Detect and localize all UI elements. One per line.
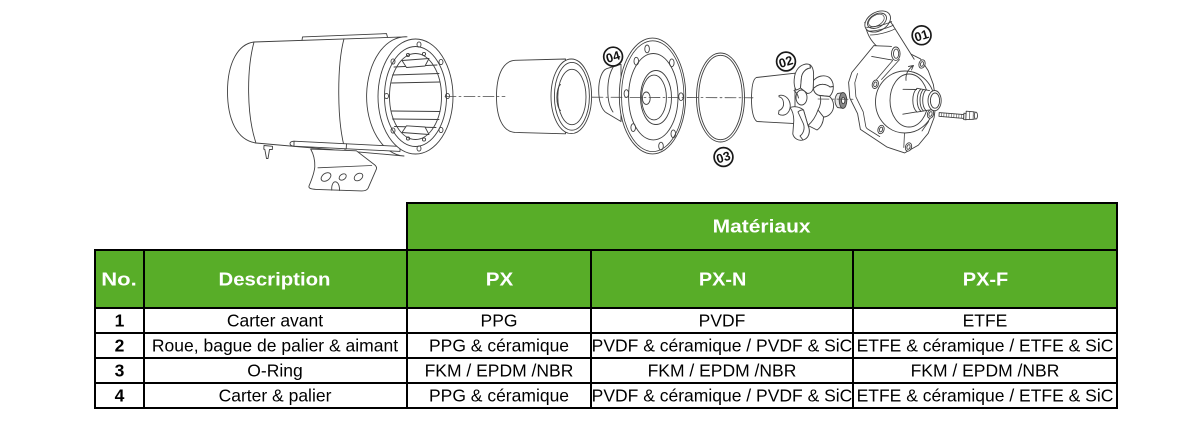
svg-text:ETFE & céramique / ETFE & SiC: ETFE & céramique / ETFE & SiC [857,386,1114,406]
svg-text:FKM / EPDM /NBR: FKM / EPDM /NBR [648,361,797,381]
svg-text:3: 3 [115,361,125,381]
svg-text:PPG & céramique: PPG & céramique [429,386,569,406]
svg-text:01: 01 [913,27,930,44]
svg-text:2: 2 [115,336,125,356]
svg-text:PVDF: PVDF [699,311,746,331]
svg-text:ETFE: ETFE [963,311,1008,331]
svg-text:Carter avant: Carter avant [227,311,323,331]
svg-text:Matériaux: Matériaux [713,217,811,237]
svg-text:ETFE & céramique / ETFE & SiC: ETFE & céramique / ETFE & SiC [857,336,1114,356]
svg-text:PVDF & céramique / PVDF & SiC: PVDF & céramique / PVDF & SiC [592,336,853,356]
svg-text:03: 03 [715,149,732,166]
svg-text:PPG: PPG [481,311,518,331]
svg-text:PX-N: PX-N [699,270,747,290]
svg-text:PVDF & céramique / PVDF & SiC: PVDF & céramique / PVDF & SiC [592,386,853,406]
svg-text:No.: No. [101,270,137,290]
svg-text:4: 4 [115,386,125,406]
svg-text:PPG & céramique: PPG & céramique [429,336,569,356]
svg-text:04: 04 [604,48,621,65]
svg-text:Carter & palier: Carter & palier [219,386,332,406]
svg-text:Description: Description [219,270,331,290]
svg-text:PX-F: PX-F [963,270,1009,290]
svg-text:1: 1 [115,311,125,331]
svg-text:FKM / EPDM /NBR: FKM / EPDM /NBR [911,361,1060,381]
svg-text:PX: PX [486,270,514,290]
svg-text:FKM / EPDM /NBR: FKM / EPDM /NBR [425,361,574,381]
svg-text:O-Ring: O-Ring [247,361,302,381]
svg-text:02: 02 [777,53,794,70]
svg-text:Roue, bague de palier & aimant: Roue, bague de palier & aimant [152,336,398,356]
